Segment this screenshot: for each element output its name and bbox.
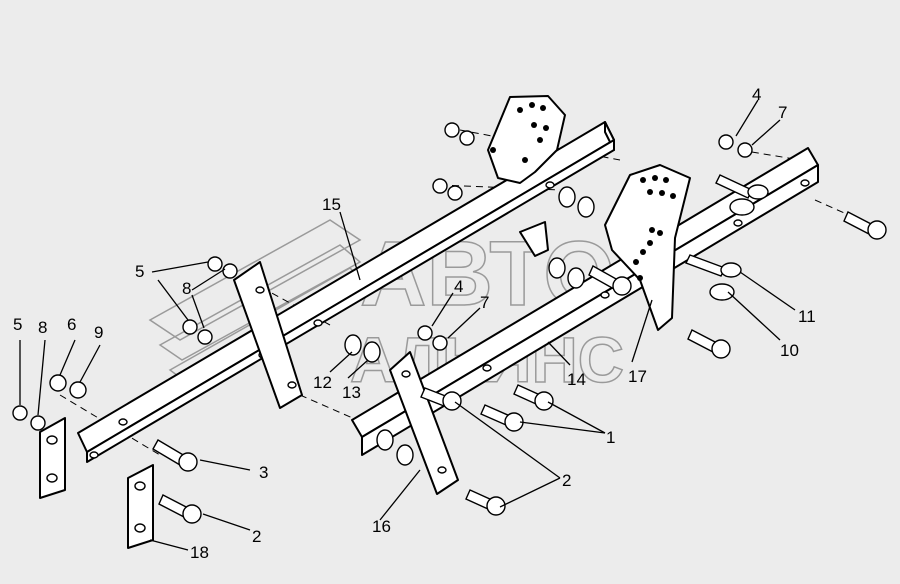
- plate-upper: [487, 95, 566, 257]
- callout-7: 7: [778, 103, 787, 122]
- callout-2: 2: [252, 527, 261, 546]
- callout-10: 10: [780, 341, 799, 360]
- plate-18-left: [39, 417, 66, 499]
- callout-8: 8: [182, 279, 191, 298]
- callout-6: 6: [67, 315, 76, 334]
- callout-15: 15: [322, 195, 341, 214]
- callout-4: 4: [454, 277, 463, 296]
- callout-8: 8: [38, 318, 47, 337]
- callout-3: 3: [259, 463, 268, 482]
- pins-rings: [685, 174, 769, 301]
- callout-4: 4: [752, 85, 761, 104]
- bracket-16: [389, 351, 459, 495]
- plate-18: [127, 464, 154, 549]
- plate-17: [604, 164, 691, 331]
- callout-5: 5: [135, 262, 144, 281]
- callout-5: 5: [13, 315, 22, 334]
- callout-9: 9: [94, 323, 103, 342]
- callout-16: 16: [372, 517, 391, 536]
- callout-1: 1: [606, 428, 615, 447]
- callout-2: 2: [562, 471, 571, 490]
- spacers: [344, 186, 595, 466]
- nuts-washers: [12, 122, 753, 431]
- callout-13: 13: [342, 383, 361, 402]
- leader-lines: [19, 99, 796, 551]
- callouts: 5 8 6 9 5 8 15 3 2 18 12 13 16 4 7 14 17…: [13, 85, 816, 562]
- callout-14: 14: [567, 370, 586, 389]
- bolts: [152, 211, 887, 524]
- callout-17: 17: [628, 367, 647, 386]
- callout-12: 12: [313, 373, 332, 392]
- callout-18: 18: [190, 543, 209, 562]
- callout-7: 7: [480, 293, 489, 312]
- bracket-left: [233, 261, 303, 409]
- callout-11: 11: [798, 307, 816, 326]
